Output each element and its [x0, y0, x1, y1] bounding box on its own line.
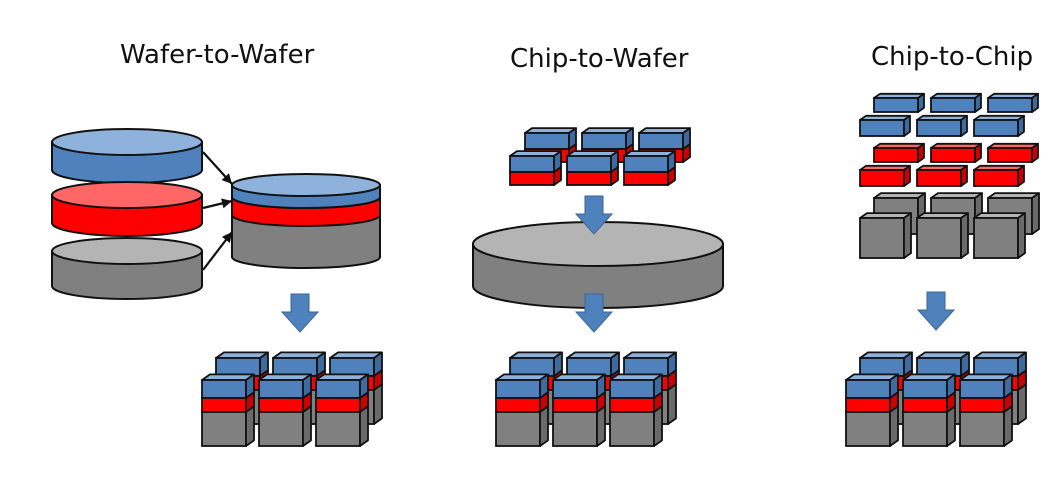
chip-front: [566, 150, 619, 186]
red-chip-back: [873, 142, 925, 163]
stacked-chip-front: [495, 373, 549, 447]
blue-chip-front: [973, 114, 1025, 137]
wafer-to-wafer-panel: [51, 128, 381, 300]
gray-chip-front: [916, 212, 969, 259]
red-wafer: [51, 181, 203, 237]
c2w-result-stack: [495, 351, 677, 447]
bonded-wafer-stack: [231, 173, 381, 269]
stacked-chip-front: [258, 373, 312, 447]
chip-front: [509, 150, 562, 186]
red-chip-front: [973, 164, 1025, 187]
down-arrow-c2c: [916, 291, 956, 331]
gray-chip-front: [859, 212, 912, 259]
bond-arrow-red: [202, 198, 233, 210]
stacked-chip-front: [552, 373, 606, 447]
stacked-chip-front: [609, 373, 663, 447]
blue-chip-back: [873, 92, 925, 113]
blue-chip-front: [859, 114, 911, 137]
gray-chip-front: [973, 212, 1026, 259]
red-chip-back: [930, 142, 982, 163]
stacked-chip-front: [902, 373, 956, 447]
bond-arrow-blue: [202, 151, 233, 185]
c2c-result-stack: [845, 351, 1027, 447]
stacked-chip-front: [201, 373, 255, 447]
red-chip-front: [916, 164, 968, 187]
title-wafer-to-wafer: Wafer-to-Wafer: [120, 40, 315, 70]
down-arrow-c2w-2: [574, 293, 614, 333]
gray-wafer: [51, 237, 203, 300]
title-chip-to-chip: Chip-to-Chip: [871, 42, 1034, 72]
blue-chip-back: [987, 92, 1039, 113]
red-chip-front: [859, 164, 911, 187]
down-arrow-w2w: [280, 293, 320, 333]
bond-arrow-gray: [202, 231, 233, 271]
stacked-chip-front: [315, 373, 369, 447]
title-chip-to-wafer: Chip-to-Wafer: [510, 44, 689, 74]
stacked-chip-front: [845, 373, 899, 447]
blue-wafer: [51, 128, 203, 184]
bonded-blue: [231, 173, 381, 209]
stacked-chip-front: [959, 373, 1013, 447]
down-arrow-c2w-1: [574, 195, 614, 235]
chip-front: [623, 150, 676, 186]
w2w-result-stack: [201, 351, 383, 447]
red-chip-back: [987, 142, 1039, 163]
blue-chip-front: [916, 114, 968, 137]
chip-to-chip-panel: [859, 92, 1040, 259]
blue-chip-back: [930, 92, 982, 113]
